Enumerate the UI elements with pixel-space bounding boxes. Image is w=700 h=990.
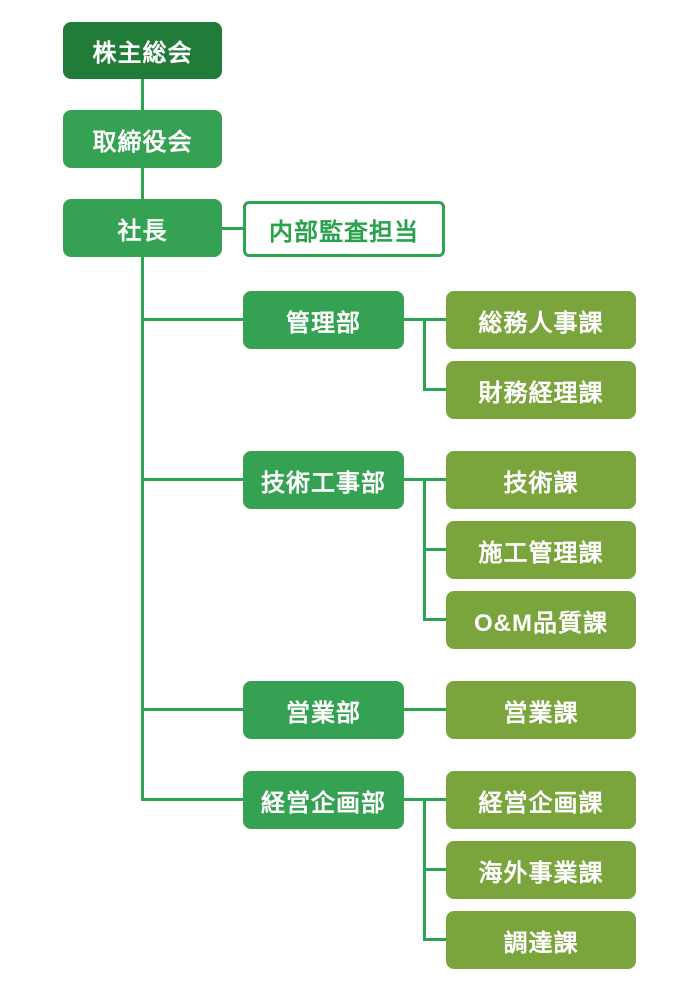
section-construction-management: 施工管理課 — [446, 521, 636, 579]
dept-engineering-construction: 技術工事部 — [243, 451, 404, 509]
dept-administration: 管理部 — [243, 291, 404, 349]
section-om-quality: O&M品質課 — [446, 591, 636, 649]
connector-stub-construction-mgmt — [423, 548, 446, 551]
connector-sales-section — [404, 708, 446, 711]
node-internal-audit: 内部監査担当 — [243, 201, 445, 257]
connector-stub-finance-accounting — [423, 388, 446, 391]
connector-stub-overseas-business — [423, 868, 446, 871]
connector-stub-procurement — [423, 938, 446, 941]
connector-trunk-planning — [141, 798, 243, 801]
node-president: 社長 — [63, 199, 222, 257]
connector-main-trunk — [141, 257, 144, 801]
connector-administration-subtrunk — [423, 318, 426, 391]
section-overseas-business: 海外事業課 — [446, 841, 636, 899]
dept-corporate-planning: 経営企画部 — [243, 771, 404, 829]
connector-board-president — [141, 168, 144, 199]
section-general-affairs-hr: 総務人事課 — [446, 291, 636, 349]
section-finance-accounting: 財務経理課 — [446, 361, 636, 419]
connector-trunk-engineering — [141, 478, 243, 481]
connector-stub-om-quality — [423, 618, 446, 621]
section-engineering: 技術課 — [446, 451, 636, 509]
connector-president-audit — [222, 227, 243, 230]
node-board-of-directors: 取締役会 — [63, 110, 222, 168]
connector-trunk-sales — [141, 708, 243, 711]
connector-shareholders-board — [141, 79, 144, 110]
connector-trunk-administration — [141, 318, 243, 321]
dept-sales: 営業部 — [243, 681, 404, 739]
section-corporate-planning: 経営企画課 — [446, 771, 636, 829]
node-shareholders-meeting: 株主総会 — [63, 22, 222, 79]
section-sales: 営業課 — [446, 681, 636, 739]
section-procurement: 調達課 — [446, 911, 636, 969]
